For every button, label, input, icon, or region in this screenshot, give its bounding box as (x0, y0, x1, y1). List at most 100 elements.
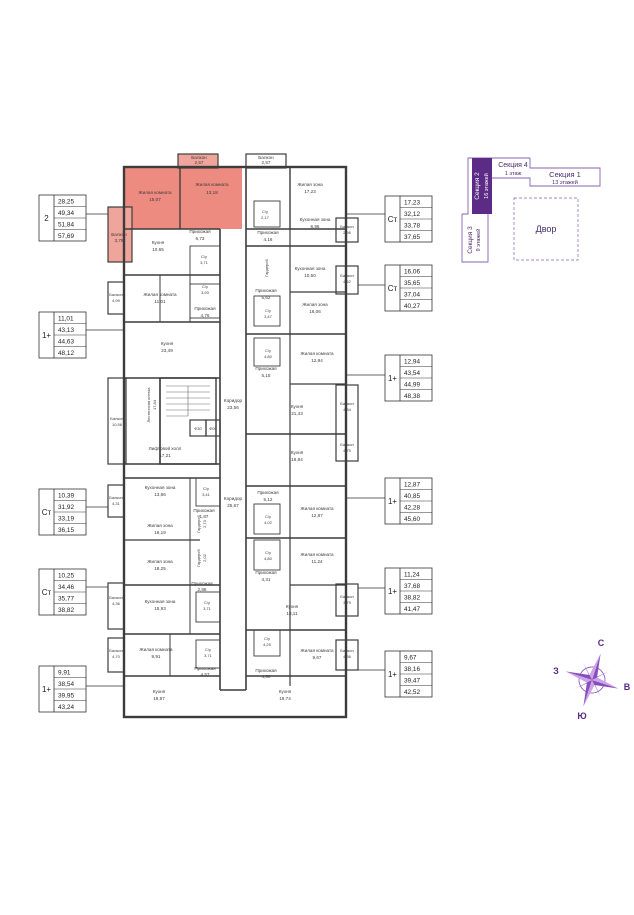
room-bath-r2: С/у (265, 308, 271, 313)
svg-text:5,62: 5,62 (262, 295, 271, 300)
balcony-left-5 (107, 582, 125, 630)
apartment-area-value: 48,12 (58, 350, 74, 357)
compass-east: В (624, 682, 631, 692)
room-liz-l4: Жилая зона (147, 523, 173, 528)
apartment-area-value: 39,95 (58, 693, 74, 700)
svg-text:23,56: 23,56 (227, 405, 239, 410)
yard-label: Двор (536, 224, 557, 234)
svg-text:10,50: 10,50 (304, 273, 316, 278)
room-balc-r4: Балкон (340, 442, 353, 447)
apartment-area-value: 9,67 (404, 655, 417, 662)
room-kit-r4: Кухня (291, 450, 304, 455)
svg-text:4,16: 4,16 (264, 237, 273, 242)
svg-text:19,97: 19,97 (153, 696, 165, 701)
compass-south: Ю (577, 711, 586, 721)
compass-west: З (553, 666, 559, 676)
apartment-area-value: 32,12 (404, 211, 420, 218)
room-corr2: Коридор (224, 496, 243, 501)
room-kit-l2: Кухня (161, 341, 174, 346)
room-balc-top2: Балкон (258, 155, 274, 160)
section-2-name: Секция 2 (474, 172, 481, 200)
apartment-type: 1+ (388, 587, 397, 596)
svg-text:17,21: 17,21 (159, 453, 171, 458)
apartment-area-value: 38,54 (58, 681, 74, 688)
svg-text:18,25: 18,25 (154, 566, 166, 571)
apartment-type: Ст (388, 215, 398, 224)
apartment-area-value: 12,94 (404, 359, 420, 366)
room-kitz2: Кухонная зона (295, 266, 326, 271)
room-gard-l4: Гардероб (196, 514, 201, 532)
svg-text:23,49: 23,49 (161, 348, 173, 353)
room-liz2: Жилая зона (302, 302, 328, 307)
svg-text:4,36: 4,36 (343, 654, 352, 659)
balcony-right-3 (335, 384, 359, 462)
room-bath-r6: С/у (265, 550, 271, 555)
room-hall-r5: Прихожая (257, 490, 279, 495)
svg-text:4,80: 4,80 (264, 354, 273, 359)
apartment-area-value: 11,24 (404, 572, 420, 579)
svg-text:6,73: 6,73 (196, 236, 205, 241)
balcony-top-right (245, 153, 287, 169)
svg-text:3,78: 3,78 (115, 238, 124, 243)
svg-text:10,65: 10,65 (152, 247, 164, 252)
svg-text:3,71: 3,71 (204, 653, 213, 658)
apartment-area-value: 35,65 (404, 280, 420, 287)
apartment-area-value: 43,24 (58, 704, 74, 711)
room-lifthall: Лифтовой холл (149, 445, 182, 451)
apartment-area-value: 9,91 (58, 670, 71, 677)
room-kit-r7: Кухня (279, 689, 292, 694)
room-balc-l5: Балкон (109, 595, 122, 600)
apartment-type: 1+ (388, 374, 397, 383)
svg-text:17,84: 17,84 (152, 399, 157, 410)
svg-text:4,84: 4,84 (343, 407, 352, 412)
room-balc-l1: Балкон (111, 232, 127, 237)
apartment-area-value: 33,19 (58, 516, 74, 523)
room-balc-r2: Балкон (340, 273, 353, 278)
section-2-floors: 16 этажей (483, 173, 490, 199)
svg-text:11,01: 11,01 (154, 299, 166, 304)
apartment-area-value: 43,54 (404, 370, 420, 377)
svg-text:2,17: 2,17 (261, 215, 270, 220)
lift-2 (205, 419, 221, 437)
room-hall-l6: Прихожая (194, 666, 216, 671)
highlight-living-rooms (124, 167, 242, 229)
apartment-area-value: 45,60 (404, 516, 420, 523)
svg-text:21,43: 21,43 (291, 411, 303, 416)
apartment-area-value: 43,13 (58, 327, 74, 334)
apartment-area-value: 42,52 (404, 689, 420, 696)
room-hall-l5: Прихожая (191, 581, 213, 586)
room-bath1: С/у (201, 254, 207, 259)
room-labels: Балкон 2,57 Балкон 2,57 Жилая комната 15… (109, 155, 353, 701)
svg-text:3,41: 3,41 (202, 492, 211, 497)
room-balc-r3: Балкон (340, 401, 353, 406)
svg-text:4,99: 4,99 (112, 298, 121, 303)
svg-text:9,67: 9,67 (313, 655, 322, 660)
room-balc-r7: Балкон (340, 648, 353, 653)
apartment-area-value: 38,82 (58, 607, 74, 614)
room-balc-top1: Балкон (191, 155, 207, 160)
apartment-type: 1+ (42, 331, 51, 340)
svg-text:10,56: 10,56 (112, 422, 123, 427)
room-bath-r3: С/у (265, 348, 271, 353)
room-liv-r7: Жилая комната (300, 648, 334, 653)
section-2-active[interactable] (472, 158, 492, 214)
room-bath-l2: С/у (202, 284, 208, 289)
apartment-area-value: 51,84 (58, 222, 74, 229)
apartment-area-value: 31,92 (58, 504, 74, 511)
highlighted-apartment[interactable] (108, 154, 242, 262)
apartment-area-value: 10,39 (58, 493, 74, 500)
svg-text:11,24: 11,24 (311, 559, 323, 564)
svg-text:3,71: 3,71 (203, 606, 212, 611)
